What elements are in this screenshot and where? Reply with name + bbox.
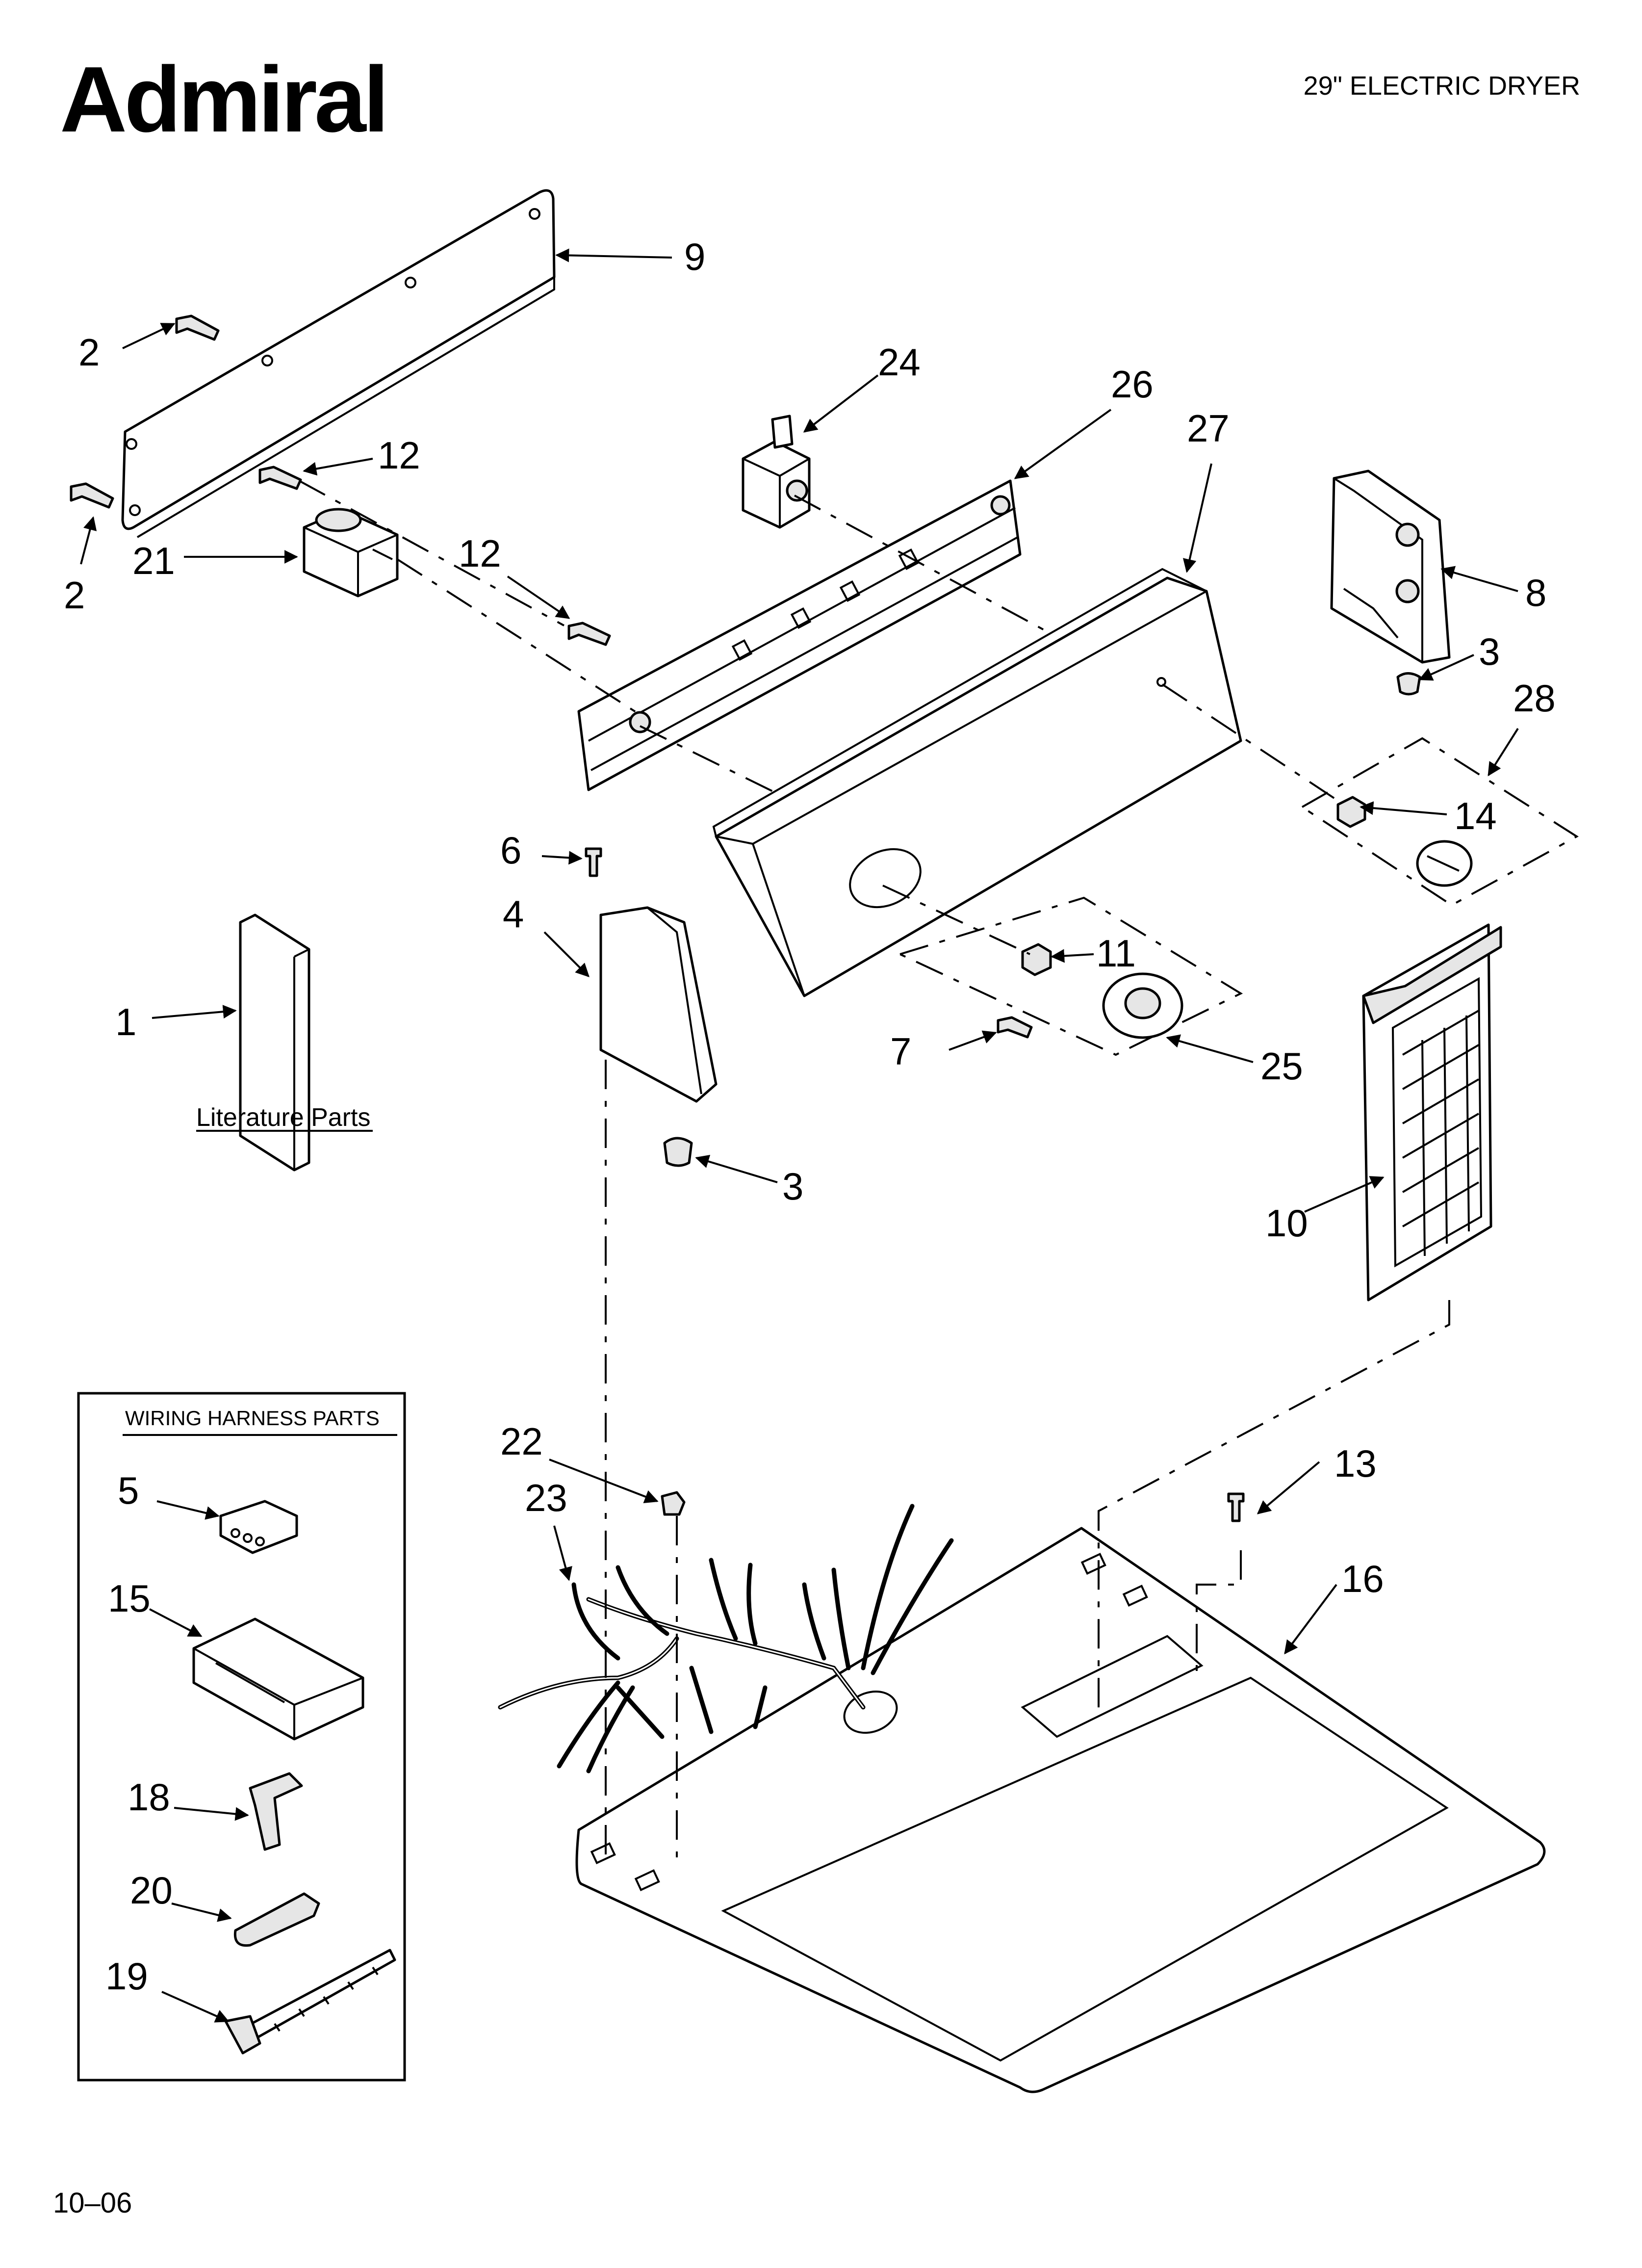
callout-9: 9	[684, 235, 705, 278]
clip-part-3-upper[interactable]	[1396, 672, 1421, 696]
callout-11: 11	[1096, 932, 1136, 975]
rear-panel-part-9[interactable]	[121, 189, 556, 538]
screw-part-12-lower[interactable]	[567, 622, 611, 646]
knob-assembly-group-part-28[interactable]	[1300, 737, 1579, 907]
callout-numbers: 9 2 2 12 12 21 24 26 27 8 3 28 14 6 4 1 …	[64, 235, 1556, 1600]
screw-part-6[interactable]	[585, 847, 602, 877]
switch-part-24[interactable]	[742, 415, 811, 529]
callout-24: 24	[878, 340, 921, 384]
callout-23: 23	[525, 1476, 567, 1519]
callout-5: 5	[118, 1469, 139, 1512]
callout-leader-lines	[80, 248, 1519, 1655]
knob-part-25[interactable]	[1102, 972, 1183, 1039]
knob-part-28[interactable]	[1416, 840, 1473, 887]
screw-part-2-upper[interactable]	[175, 314, 220, 341]
callout-6: 6	[500, 829, 521, 872]
spring-part-11[interactable]	[1021, 943, 1052, 976]
timer-part-21[interactable]	[303, 508, 399, 598]
cable-tie-part-19[interactable]	[224, 1949, 396, 2055]
screw-part-7[interactable]	[997, 1016, 1033, 1039]
callout-26: 26	[1111, 363, 1154, 406]
screw-part-12-upper[interactable]	[258, 466, 302, 490]
callout-27: 27	[1187, 407, 1230, 450]
screw-part-13[interactable]	[1227, 1492, 1245, 1522]
callout-3-upper: 3	[1479, 630, 1500, 673]
callout-15: 15	[108, 1577, 151, 1620]
callout-13: 13	[1334, 1442, 1377, 1485]
callout-4: 4	[503, 892, 524, 936]
lint-screen-part-10[interactable]	[1362, 923, 1502, 1302]
callout-12-lower: 12	[459, 532, 501, 575]
callout-20: 20	[130, 1869, 173, 1912]
wiring-harness-parts-box: WIRING HARNESS PARTS 5 15 18	[77, 1392, 406, 2082]
callout-2-upper: 2	[78, 331, 100, 374]
wiring-harness-box-title: WIRING HARNESS PARTS	[125, 1407, 380, 1430]
callout-8: 8	[1525, 571, 1546, 614]
assembly-guide-lines	[299, 480, 1450, 1869]
cover-part-4[interactable]	[599, 906, 718, 1103]
print-date: 10–06	[53, 2187, 132, 2219]
callout-7: 7	[890, 1030, 911, 1073]
callout-2-lower: 2	[64, 574, 85, 617]
console-endcap-part-8[interactable]	[1330, 469, 1451, 664]
model-title: 29" ELECTRIC DRYER	[1303, 71, 1580, 101]
literature-label: Literature Parts	[196, 1103, 371, 1132]
console-part-27[interactable]	[712, 568, 1242, 997]
callout-1: 1	[115, 1000, 136, 1043]
terminal-block-part-15[interactable]	[192, 1617, 364, 1741]
callout-19: 19	[105, 1955, 148, 1998]
callout-28: 28	[1513, 677, 1556, 720]
wiring-harness-part-23[interactable]	[498, 1504, 954, 1773]
screw-part-2-lower[interactable]	[70, 482, 114, 509]
knob-assembly-group-part-25[interactable]	[897, 896, 1243, 1056]
brand-logo: Admiral	[60, 48, 389, 152]
top-panel-part-16[interactable]	[575, 1527, 1546, 2093]
callout-18: 18	[128, 1775, 170, 1819]
callout-14: 14	[1454, 794, 1497, 837]
callout-16: 16	[1341, 1557, 1384, 1600]
connector-part-5[interactable]	[219, 1500, 298, 1554]
clip-part-22[interactable]	[661, 1491, 686, 1516]
callout-21: 21	[132, 539, 175, 582]
terminal-part-20[interactable]	[233, 1892, 320, 1947]
spring-part-14[interactable]	[1336, 796, 1366, 828]
callout-22: 22	[500, 1420, 543, 1463]
callout-3-lower: 3	[782, 1165, 803, 1208]
callout-10: 10	[1265, 1201, 1308, 1245]
callout-12-upper: 12	[378, 434, 420, 477]
clip-part-18[interactable]	[249, 1772, 303, 1851]
literature-part-1[interactable]	[239, 913, 310, 1172]
clip-part-3-lower[interactable]	[663, 1137, 693, 1167]
callout-25: 25	[1260, 1044, 1303, 1088]
